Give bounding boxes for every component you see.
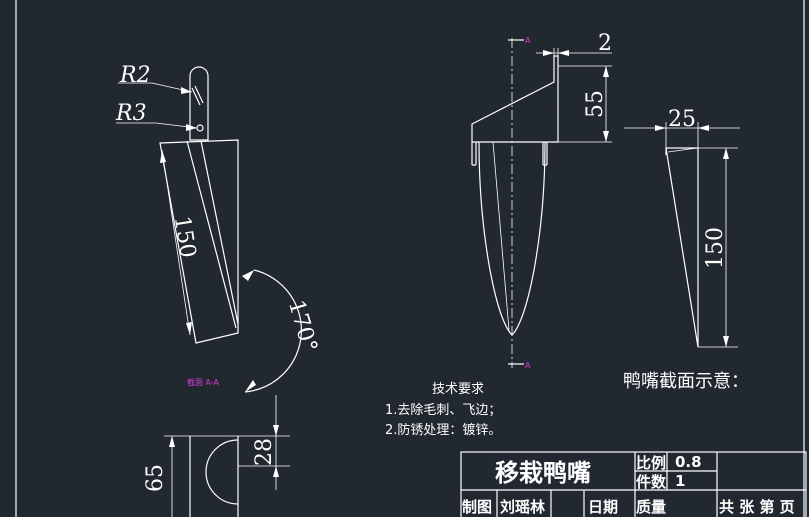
angle-arc — [244, 269, 302, 393]
section-view-bottom: 65 28 — [143, 395, 290, 517]
front-body — [471, 55, 559, 143]
left-view: 150 R2 R3 170° 截面 A-A — [115, 63, 322, 393]
dim-r2: R2 — [119, 63, 151, 88]
tech-title: 技术要求 — [432, 382, 484, 397]
section-semicircle — [205, 439, 239, 505]
dim-angle: 170° — [283, 297, 322, 355]
drawn-label: 制图 — [462, 498, 492, 516]
dim-25: 25 — [668, 107, 696, 132]
part-name: 移栽鸭嘴 — [495, 459, 591, 487]
dim-65: 65 — [143, 464, 168, 492]
dim-150-left: 150 — [169, 214, 200, 259]
dim-r3: R3 — [115, 101, 147, 126]
qty-value: 1 — [675, 472, 685, 490]
drawn-by: 刘瑶林 — [500, 498, 546, 516]
sheet-text: 共 张 第 页 — [719, 498, 795, 516]
mount-hole — [196, 124, 204, 132]
mass-label: 质量 — [636, 498, 666, 516]
scale-label: 比例 — [636, 454, 666, 472]
blade-body — [159, 139, 239, 344]
section-label: 截面 A-A — [187, 377, 220, 387]
section-trapezoid — [665, 147, 699, 348]
mounting-tab — [189, 66, 209, 141]
bill-outline — [478, 141, 546, 336]
dim-150-right: 150 — [703, 227, 728, 269]
section-caption: 鸭嘴截面示意： — [623, 371, 749, 392]
dim-28: 28 — [252, 438, 277, 466]
section-schematic: 25 150 鸭嘴截面示意： — [623, 107, 749, 392]
date-label: 日期 — [588, 498, 618, 516]
section-marker-top: A — [525, 36, 531, 45]
dim-55: 55 — [583, 90, 608, 118]
technical-notes: 技术要求 1.去除毛刺、飞边； 2.防锈处理：镀锌。 — [385, 382, 501, 438]
scale-value: 0.8 — [675, 453, 702, 471]
tech-item-2: 2.防锈处理：镀锌。 — [385, 422, 501, 438]
front-view: A A 2 55 — [471, 31, 612, 370]
section-marker-bottom: A — [525, 361, 531, 370]
title-block: 移栽鸭嘴 比例 0.8 件数 1 制图 刘瑶林 日期 质量 共 张 第 页 — [460, 451, 807, 517]
tech-item-1: 1.去除毛刺、飞边； — [385, 403, 501, 418]
dim-2: 2 — [598, 31, 612, 56]
drawing-border — [15, 0, 805, 517]
qty-label: 件数 — [636, 473, 667, 491]
